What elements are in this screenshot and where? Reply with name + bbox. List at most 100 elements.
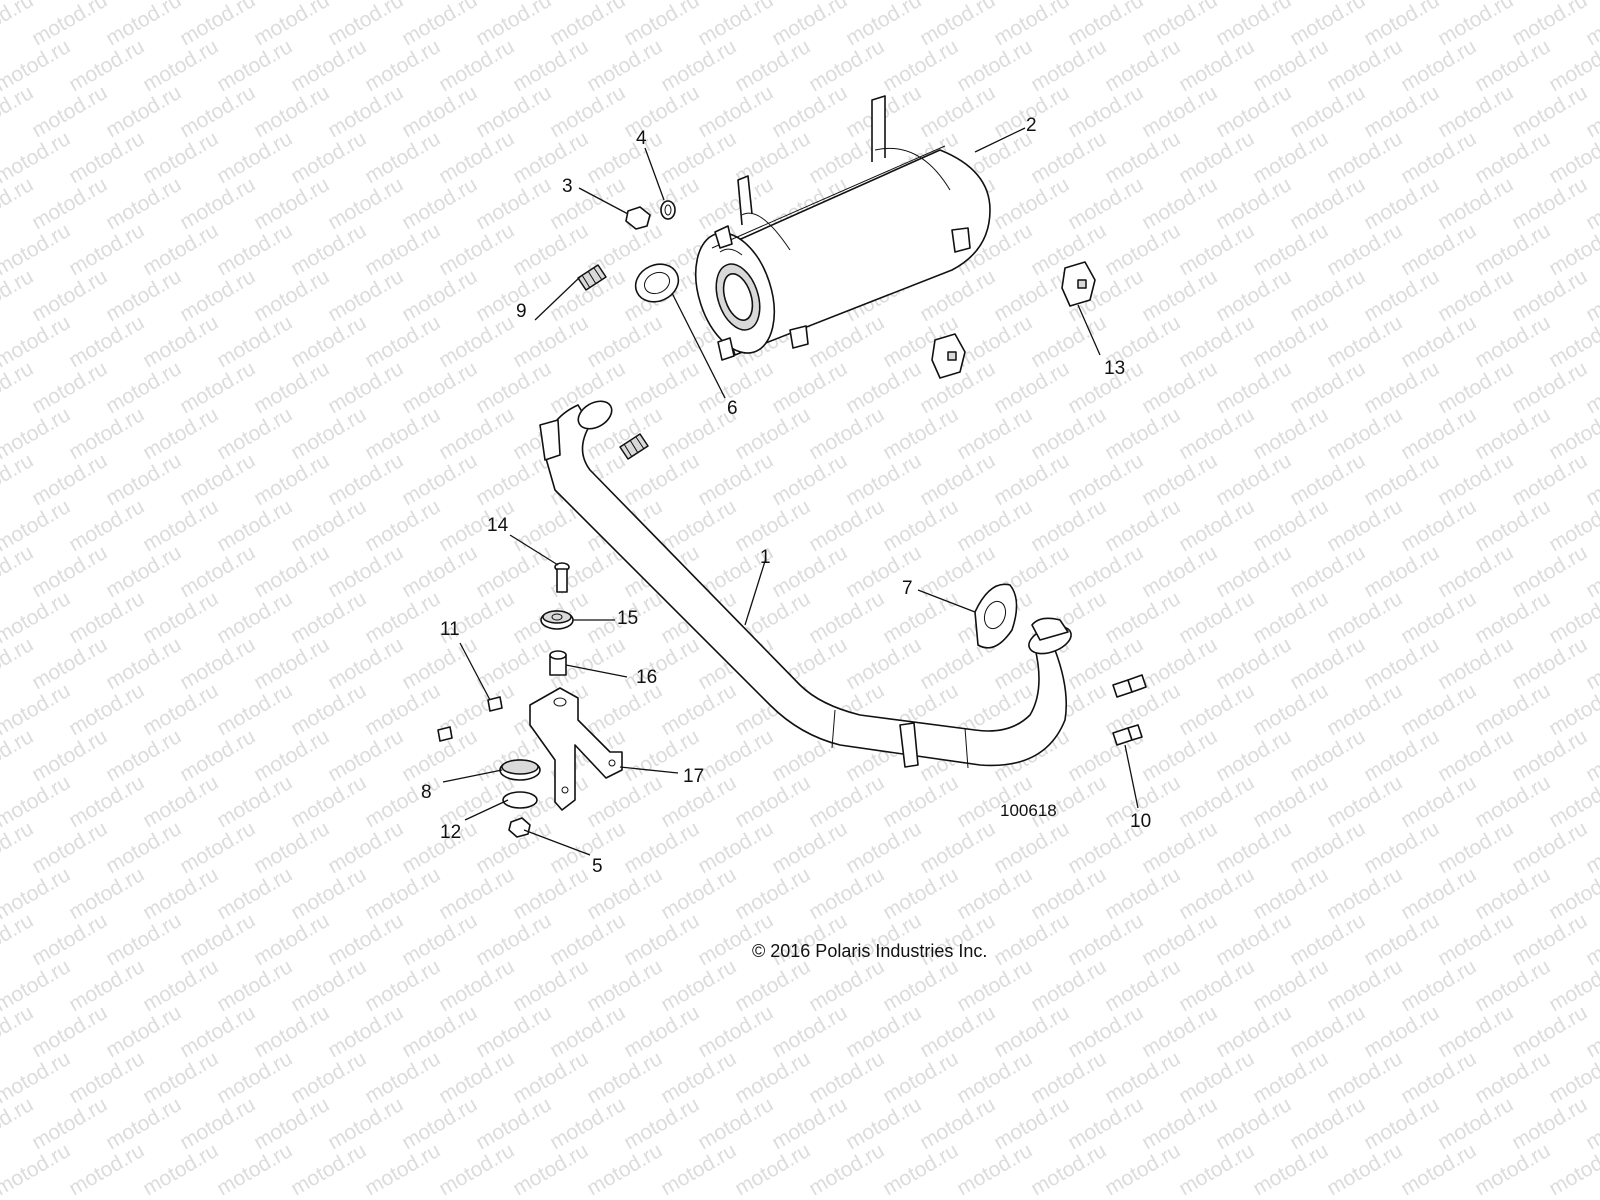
watermark-text: motod.ru <box>250 0 333 50</box>
watermark-text: motod.ru <box>1249 311 1332 372</box>
watermark-text: motod.ru <box>287 863 370 924</box>
watermark-text: motod.ru <box>176 1001 259 1062</box>
watermark-text: motod.ru <box>361 219 444 280</box>
watermark-text: motod.ru <box>324 725 407 786</box>
watermark-text: motod.ru <box>435 311 518 372</box>
watermark-text: motod.ru <box>1471 403 1554 464</box>
watermark-text: motod.ru <box>176 173 259 234</box>
watermark-text: motod.ru <box>1397 35 1480 96</box>
watermark-text: motod.ru <box>102 81 185 142</box>
watermark-text: motod.ru <box>361 35 444 96</box>
watermark-text: motod.ru <box>620 0 703 50</box>
watermark-text: motod.ru <box>879 495 962 556</box>
watermark-text: motod.ru <box>287 403 370 464</box>
watermark-text: motod.ru <box>28 1001 111 1062</box>
watermark-text: motod.ru <box>361 311 444 372</box>
watermark-text: motod.ru <box>1360 81 1443 142</box>
callout-11: 11 <box>440 619 460 640</box>
watermark-text: motod.ru <box>1027 1047 1110 1108</box>
watermark-text: motod.ru <box>1027 403 1110 464</box>
watermark-text: motod.ru <box>28 909 111 970</box>
head-pipe <box>539 400 1072 769</box>
watermark-text: motod.ru <box>398 81 481 142</box>
leader-lines <box>442 127 1139 856</box>
washer-part-4 <box>660 200 676 220</box>
sleeve-part-16 <box>549 650 567 676</box>
watermark-text: motod.ru <box>1101 863 1184 924</box>
watermark-text: motod.ru <box>1175 311 1258 372</box>
watermark-text: motod.ru <box>28 1093 111 1154</box>
watermark-text: motod.ru <box>1101 1047 1184 1108</box>
watermark-text: motod.ru <box>472 449 555 510</box>
watermark-text: motod.ru <box>28 541 111 602</box>
watermark-text: motod.ru <box>879 35 962 96</box>
watermark-text: motod.ru <box>472 1093 555 1154</box>
callout-8: 8 <box>421 782 432 803</box>
watermark-text: motod.ru <box>805 1139 888 1200</box>
watermark-text: motod.ru <box>731 35 814 96</box>
watermark-text: motod.ru <box>65 127 148 188</box>
watermark-text: motod.ru <box>990 909 1073 970</box>
watermark-text: motod.ru <box>324 817 407 878</box>
watermark-text: motod.ru <box>1175 587 1258 648</box>
watermark-text: motod.ru <box>694 725 777 786</box>
watermark-text: motod.ru <box>1212 173 1295 234</box>
watermark-text: motod.ru <box>250 817 333 878</box>
watermark-text: motod.ru <box>176 633 259 694</box>
watermark-text: motod.ru <box>842 633 925 694</box>
watermark-text: motod.ru <box>1064 0 1147 50</box>
watermark-text: motod.ru <box>435 127 518 188</box>
watermark-text: motod.ru <box>250 265 333 326</box>
callout-16: 16 <box>636 667 657 688</box>
watermark-text: motod.ru <box>1471 495 1554 556</box>
watermark-text: motod.ru <box>250 633 333 694</box>
watermark-text: motod.ru <box>1471 35 1554 96</box>
isolator <box>931 333 966 379</box>
watermark-text: motod.ru <box>1249 219 1332 280</box>
watermark-text: motod.ru <box>1434 265 1517 326</box>
watermark-text: motod.ru <box>509 955 592 1016</box>
watermark-text: motod.ru <box>1360 0 1443 50</box>
watermark-text: motod.ru <box>1249 679 1332 740</box>
watermark-text: motod.ru <box>1064 541 1147 602</box>
watermark-text: motod.ru <box>1360 173 1443 234</box>
watermark-text: motod.ru <box>139 863 222 924</box>
watermark-text: motod.ru <box>1323 495 1406 556</box>
watermark-text: motod.ru <box>879 587 962 648</box>
watermark-text: motod.ru <box>1138 725 1221 786</box>
watermark-text: motod.ru <box>1286 541 1369 602</box>
watermark-text: motod.ru <box>1286 81 1369 142</box>
watermark-text: motod.ru <box>1323 403 1406 464</box>
watermark-text: motod.ru <box>1175 771 1258 832</box>
watermark-text: motod.ru <box>1471 587 1554 648</box>
watermark-text: motod.ru <box>694 817 777 878</box>
watermark-text: motod.ru <box>176 0 259 50</box>
watermark-text: motod.ru <box>213 495 296 556</box>
gasket-part-7 <box>974 583 1018 649</box>
watermark-text: motod.ru <box>1249 1139 1332 1200</box>
watermark-text: motod.ru <box>1434 541 1517 602</box>
watermark-text: motod.ru <box>65 771 148 832</box>
watermark-text: motod.ru <box>1434 357 1517 418</box>
watermark-text: motod.ru <box>102 633 185 694</box>
watermark-text: motod.ru <box>1397 495 1480 556</box>
watermark-text: motod.ru <box>805 403 888 464</box>
watermark-text: motod.ru <box>1508 173 1591 234</box>
nut-part-3 <box>625 206 651 230</box>
watermark-text: motod.ru <box>583 1139 666 1200</box>
watermark-text: motod.ru <box>1175 679 1258 740</box>
watermark-text: motod.ru <box>1101 403 1184 464</box>
watermark-text: motod.ru <box>324 1001 407 1062</box>
callout-labels: 1 2 3 4 5 6 7 8 9 10 11 12 13 14 15 16 1… <box>421 115 1151 877</box>
watermark-text: motod.ru <box>1397 955 1480 1016</box>
bolt-part-10 <box>1112 674 1147 746</box>
watermark-text: motod.ru <box>139 403 222 464</box>
watermark-text: motod.ru <box>1027 863 1110 924</box>
watermark-text: motod.ru <box>1286 1093 1369 1154</box>
watermark-text: motod.ru <box>842 357 925 418</box>
watermark-text: motod.ru <box>102 909 185 970</box>
watermark-text: motod.ru <box>1360 265 1443 326</box>
washer-part-12 <box>502 791 538 809</box>
watermark-text: motod.ru <box>953 1047 1036 1108</box>
watermark-text: motod.ru <box>657 35 740 96</box>
